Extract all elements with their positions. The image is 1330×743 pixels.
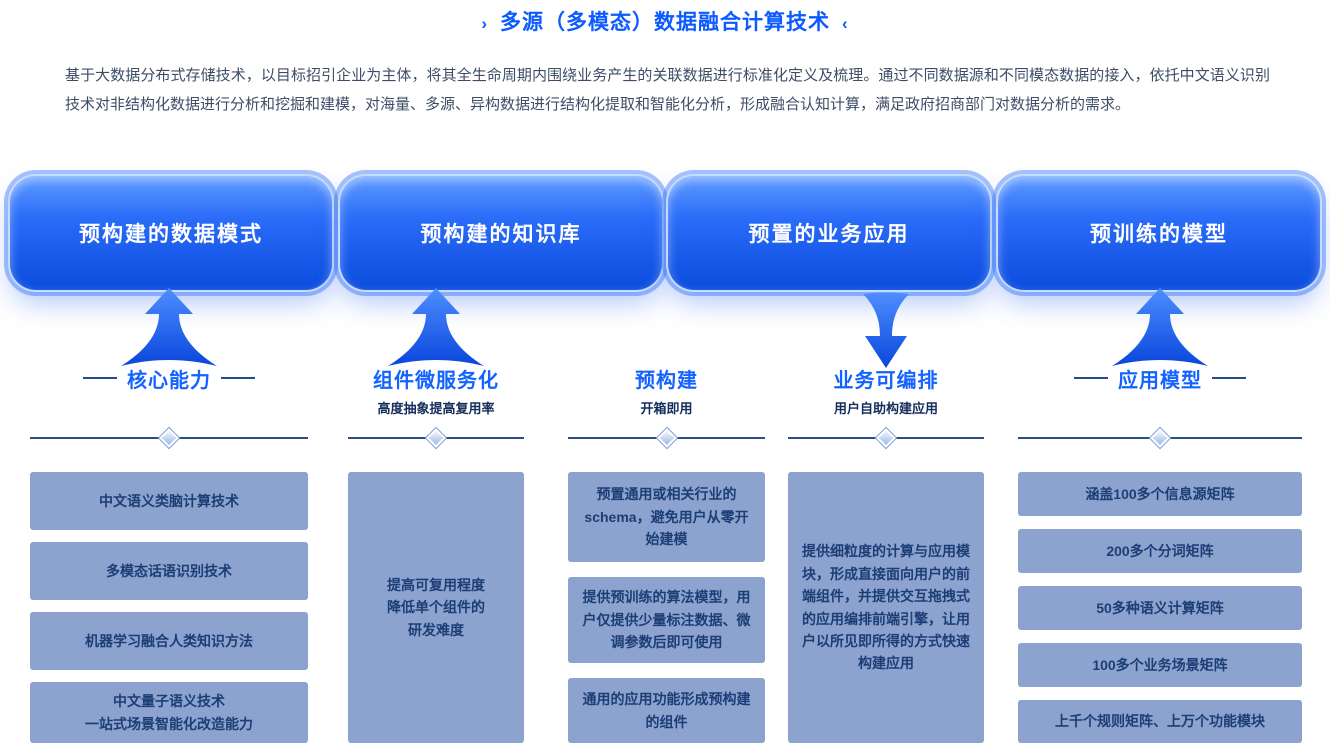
description-paragraph: 基于大数据分布式存储技术，以目标招引企业为主体，将其全生命周期内围绕业务产生的关…	[65, 67, 1270, 113]
diamond-icon	[1150, 428, 1170, 448]
divider	[1018, 428, 1302, 448]
page-title: › 多源（多模态）数据融合计算技术 ‹	[0, 6, 1330, 36]
app-model-item: 100多个业务场景矩阵	[1018, 643, 1302, 687]
prebuilt-item: 预置通用或相关行业的schema，避免用户从零开始建模	[568, 472, 765, 562]
top-box-label: 预构建的知识库	[420, 223, 582, 246]
microservice-item: 提高可复用程度 降低单个组件的 研发难度	[348, 472, 524, 743]
column-header-prebuilt: 预构建	[568, 364, 765, 392]
column-header-label: 应用模型	[1118, 369, 1202, 392]
diamond-icon	[426, 428, 446, 448]
top-box-pretrained-model: 预训练的模型	[998, 176, 1320, 290]
divider	[30, 428, 308, 448]
capability-item: 机器学习融合人类知识方法	[30, 612, 308, 670]
diamond-icon	[159, 428, 179, 448]
diamond-icon	[876, 428, 896, 448]
column-header-label: 组件微服务化	[373, 369, 499, 392]
divider	[788, 428, 984, 448]
capability-item: 中文语义类脑计算技术	[30, 472, 308, 530]
column-header-microservice: 组件微服务化	[348, 364, 524, 392]
capability-item: 中文量子语义技术 一站式场景智能化改造能力	[30, 682, 308, 743]
header-line-left	[83, 377, 117, 379]
prebuilt-item: 提供预训练的算法模型，用户仅提供少量标注数据、微调参数后即可使用	[568, 577, 765, 663]
header-line-left	[1074, 377, 1108, 379]
up-arrow-icon	[107, 288, 231, 375]
column-header-core-capability: 核心能力	[30, 364, 308, 392]
up-arrow-icon	[1098, 288, 1222, 375]
title-right-chevron-icon: ‹	[842, 14, 849, 33]
column-header-label: 核心能力	[127, 369, 211, 392]
app-model-item: 200多个分词矩阵	[1018, 529, 1302, 573]
app-model-item: 50多种语义计算矩阵	[1018, 586, 1302, 630]
top-box-label: 预置的业务应用	[748, 223, 910, 246]
header-line-right	[221, 377, 255, 379]
divider	[568, 428, 765, 448]
page-title-text: 多源（多模态）数据融合计算技术	[500, 11, 830, 34]
title-left-chevron-icon: ›	[481, 14, 488, 33]
header-line-right	[1212, 377, 1246, 379]
column-subtitle-orchestration: 用户自助构建应用	[833, 400, 938, 416]
column-header-label: 业务可编排	[833, 369, 939, 392]
column-subtitle-prebuilt: 开箱即用	[640, 400, 693, 416]
column-header-label: 预构建	[635, 369, 698, 392]
top-box-label: 预训练的模型	[1090, 223, 1228, 246]
column-header-orchestration: 业务可编排	[788, 364, 984, 392]
app-model-item: 上千个规则矩阵、上万个功能模块	[1018, 700, 1302, 743]
top-box-label: 预构建的数据模式	[79, 223, 263, 246]
top-box-data-model: 预构建的数据模式	[10, 176, 332, 290]
prebuilt-item: 通用的应用功能形成预构建的组件	[568, 678, 765, 743]
diamond-icon	[656, 428, 677, 448]
orchestration-item: 提供细粒度的计算与应用模块，形成直接面向用户的前端组件，并提供交互拖拽式的应用编…	[788, 472, 984, 743]
app-model-item: 涵盖100多个信息源矩阵	[1018, 472, 1302, 516]
top-box-knowledge-base: 预构建的知识库	[340, 176, 662, 290]
capability-item: 多模态话语识别技术	[30, 542, 308, 600]
column-header-app-model: 应用模型	[1018, 364, 1302, 392]
column-subtitle-microservice: 高度抽象提高复用率	[377, 400, 495, 416]
top-box-business-app: 预置的业务应用	[668, 176, 990, 290]
divider	[348, 428, 524, 448]
up-arrow-icon	[374, 288, 498, 375]
down-arrow-icon	[845, 292, 927, 375]
